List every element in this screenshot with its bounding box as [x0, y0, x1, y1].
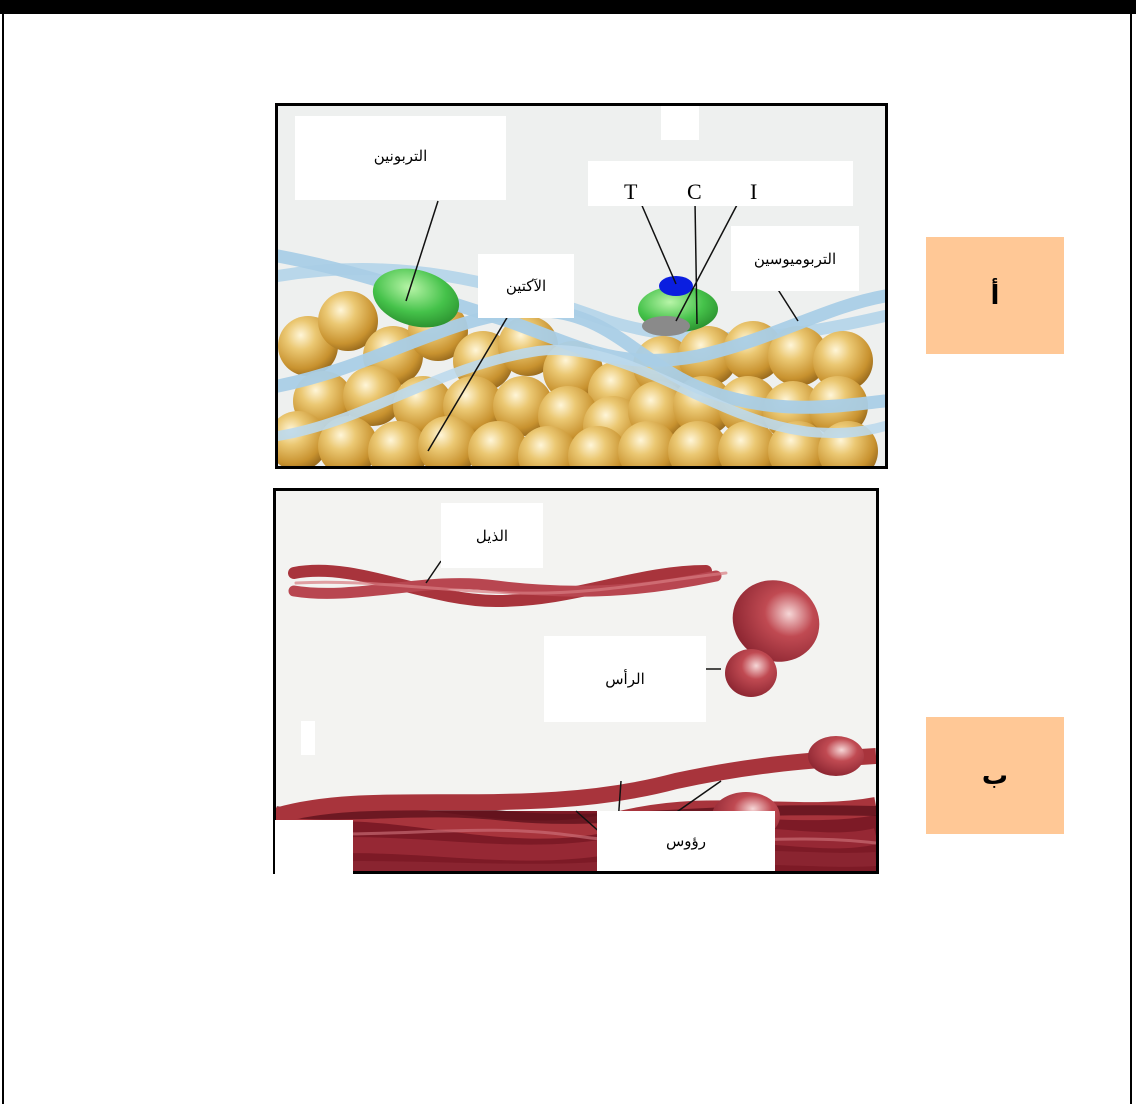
blank-box [275, 820, 353, 874]
troponin-t-label: T [624, 179, 637, 205]
panel-a-letter: أ [926, 237, 1064, 354]
myosin-filament-panel: الذيل الرأس [273, 488, 879, 874]
troponin-c-label: C [687, 179, 702, 205]
troponin-i-subunit [642, 316, 690, 336]
top-border [0, 0, 1136, 14]
myosin-head [725, 649, 777, 697]
tropomyosin-label: التربوميوسين [731, 226, 859, 291]
blank-box [661, 106, 699, 140]
troponin-label: التربونين [295, 131, 506, 181]
myosin-head [808, 736, 864, 776]
actin-filament-panel: التربونين الآكتين التربوميوسين T C I [275, 103, 888, 469]
head-label: الرأس [544, 636, 706, 722]
blank-box [301, 721, 315, 755]
panel-b-letter: ب [926, 717, 1064, 834]
actin-label: الآكتين [478, 254, 574, 318]
heads-label: رؤوس [597, 811, 775, 871]
troponin-t-subunit [659, 276, 693, 296]
troponin-i-label: I [750, 179, 757, 205]
tail-label: الذيل [441, 503, 543, 568]
